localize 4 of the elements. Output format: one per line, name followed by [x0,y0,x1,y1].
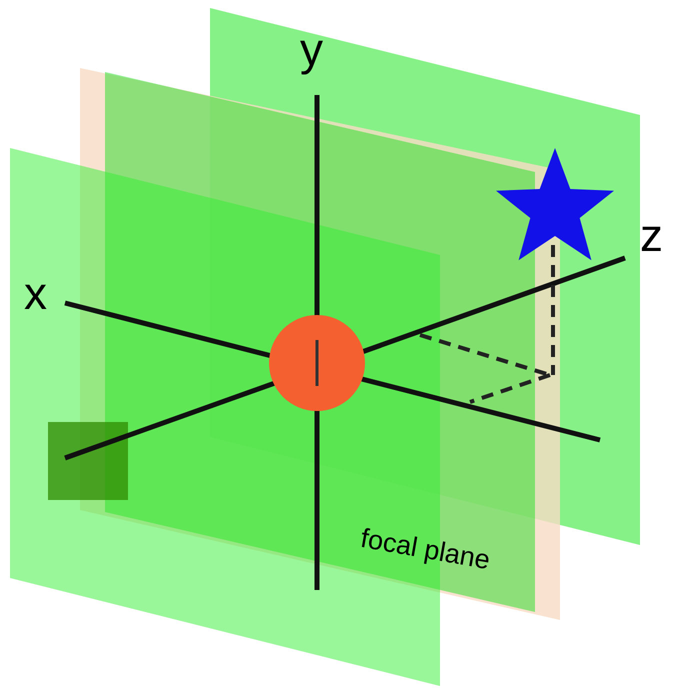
axis-label: z [640,212,663,258]
axis-label: y [300,26,323,72]
axis-label: x [24,270,47,316]
axis-label: focal plane [358,524,492,574]
